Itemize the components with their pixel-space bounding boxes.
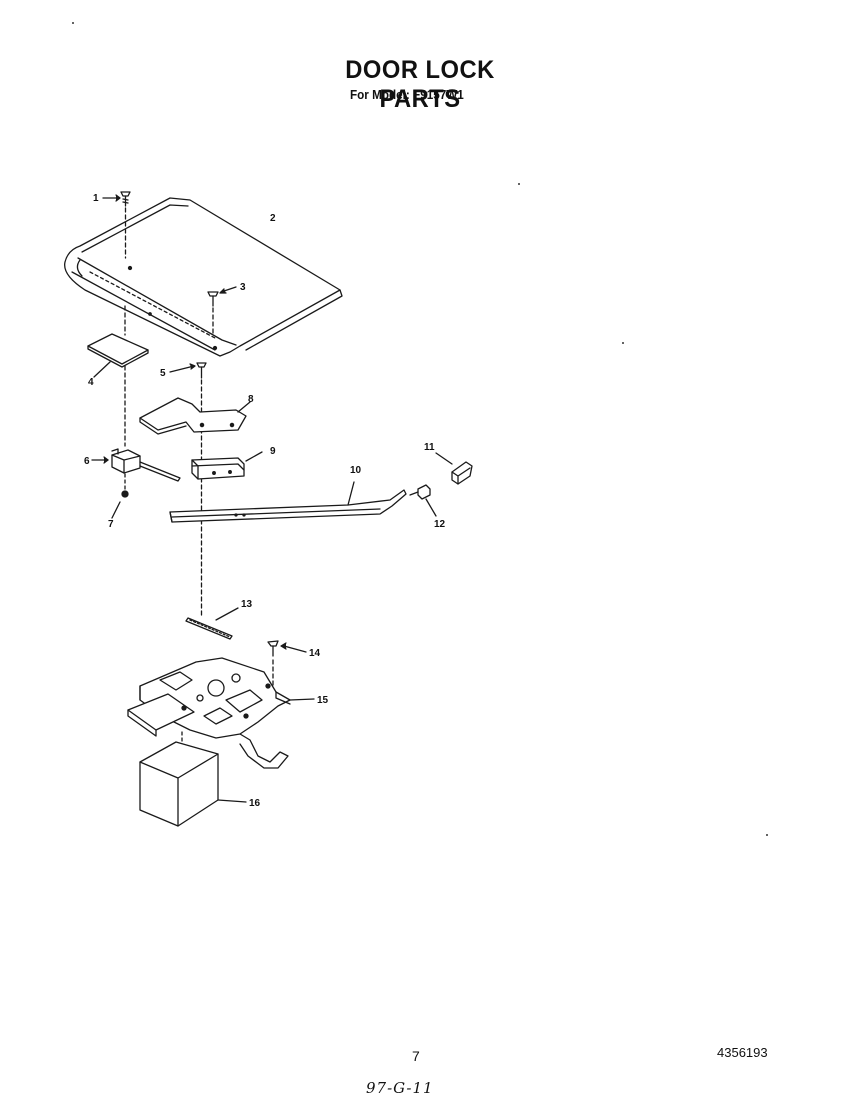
callout-11: 11 — [424, 442, 435, 453]
part-7-nut — [111, 473, 129, 519]
callout-6: 6 — [84, 456, 90, 467]
handwritten-note: 97-G-11 — [366, 1079, 434, 1097]
part-6-switch — [91, 448, 181, 482]
part-16-box — [139, 731, 247, 827]
callout-5: 5 — [160, 368, 166, 379]
part-10-rod — [169, 481, 407, 523]
callout-1: 1 — [93, 193, 99, 204]
callout-13: 13 — [241, 599, 253, 610]
scan-speck — [622, 342, 624, 344]
callout-12: 12 — [434, 519, 446, 530]
callout-10: 10 — [350, 465, 362, 476]
callout-2: 2 — [270, 213, 276, 224]
part-13-spring — [185, 607, 239, 640]
part-3-screw — [207, 286, 237, 337]
scan-speck — [766, 834, 768, 836]
callout-7: 7 — [108, 519, 114, 530]
part-1-screw — [102, 191, 131, 259]
part-5-screw — [169, 362, 207, 619]
callout-14: 14 — [309, 648, 321, 659]
page-title: DOOR LOCK PARTS — [345, 56, 495, 113]
part-15-lock-base — [127, 657, 315, 769]
part-11-knob — [435, 452, 473, 485]
part-9-latch — [191, 451, 263, 480]
model-label: For Model: — [350, 87, 410, 102]
model-number: F9157W1 — [413, 87, 464, 102]
part-14-screw — [267, 640, 307, 701]
callout-3: 3 — [240, 282, 246, 293]
callout-16: 16 — [249, 798, 261, 809]
callout-8: 8 — [248, 394, 254, 405]
part-2-cover — [64, 197, 343, 357]
part-8-bracket — [139, 397, 251, 435]
callout-9: 9 — [270, 446, 276, 457]
scan-speck — [72, 22, 74, 24]
callout-4: 4 — [88, 377, 94, 388]
part-4-pad — [87, 305, 149, 447]
document-number: 4356193 — [717, 1045, 768, 1060]
page-number: 7 — [412, 1048, 420, 1064]
callout-15: 15 — [317, 695, 329, 706]
part-12-pin — [409, 484, 437, 517]
scan-speck — [518, 183, 520, 185]
model-subtitle: For Model: F9157W1 — [350, 87, 485, 102]
